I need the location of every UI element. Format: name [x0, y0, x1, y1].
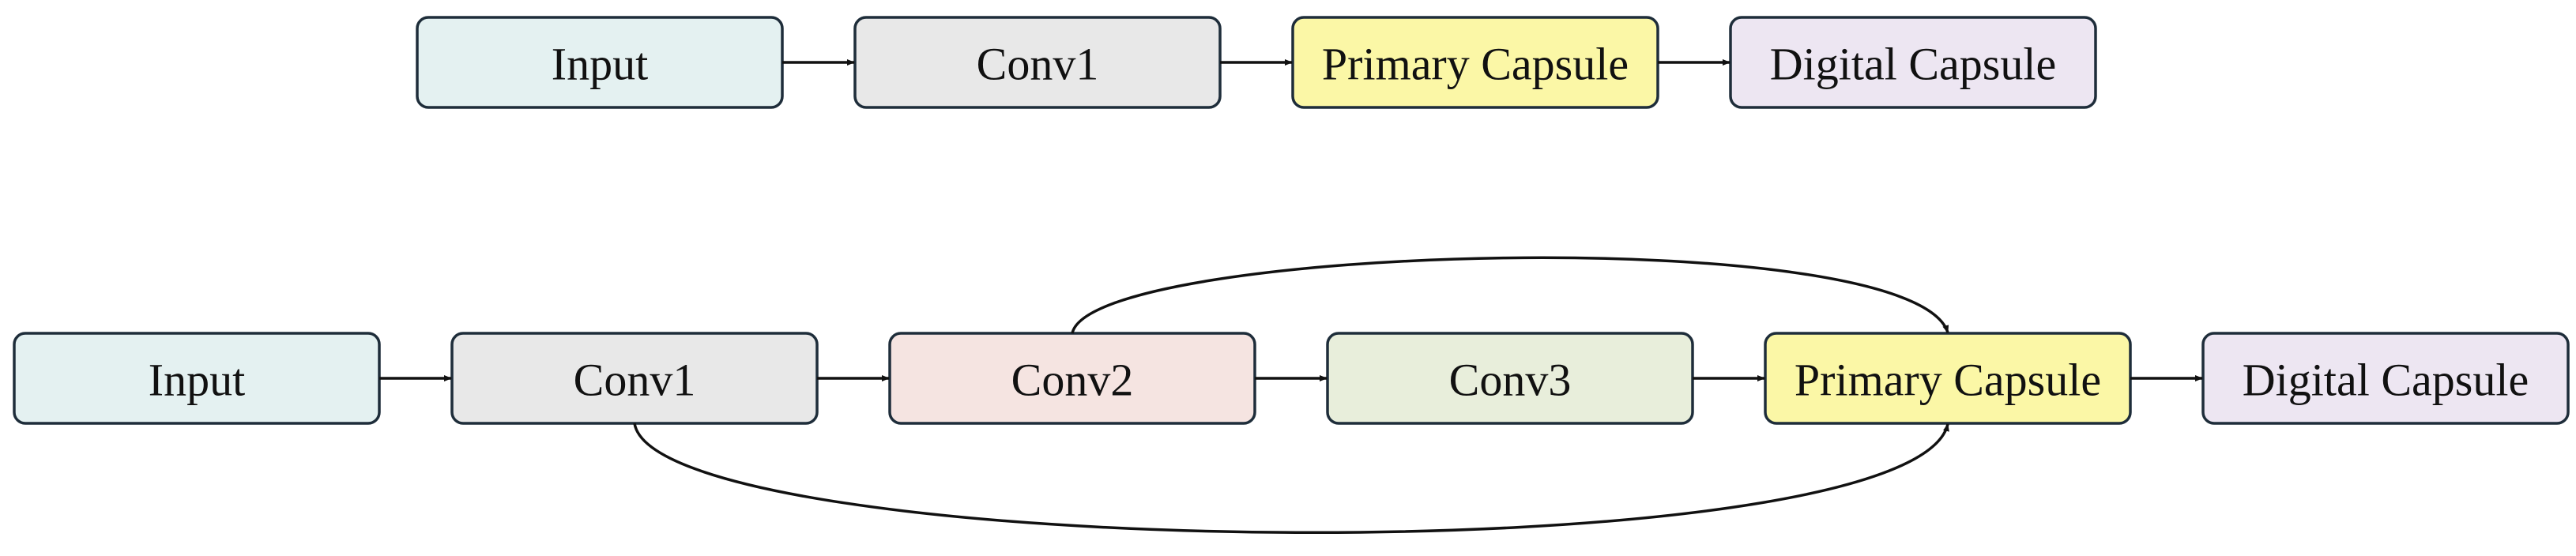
bottom-primary-capsule-label: Primary Capsule — [1795, 355, 2101, 406]
top-digital-capsule-box — [1729, 16, 2097, 109]
top-primary-capsule-label: Primary Capsule — [1322, 39, 1629, 90]
bottom-conv1-label: Conv1 — [574, 355, 696, 406]
bottom-digital-capsule-node[interactable]: Digital Capsule — [2201, 332, 2570, 425]
top-input-node[interactable]: Input — [416, 16, 784, 109]
top-conv1-node[interactable]: Conv1 — [853, 16, 1222, 109]
bottom-input-label: Input — [149, 355, 245, 406]
top-digital-capsule-label: Digital Capsule — [1770, 39, 2056, 90]
bottom-primary-capsule-node[interactable]: Primary Capsule — [1764, 332, 2132, 425]
bottom-conv1-node[interactable]: Conv1 — [450, 332, 819, 425]
bottom-conv3-node[interactable]: Conv3 — [1326, 332, 1694, 425]
bottom-conv2-label: Conv2 — [1011, 355, 1134, 406]
bottom-digital-capsule-label: Digital Capsule — [2243, 355, 2529, 406]
bottom-input-node[interactable]: Input — [13, 332, 381, 425]
skip-arrow-conv2-to-primary-capsule — [1071, 256, 1949, 334]
bottom-pipeline: Input Conv1 Conv2 Conv3 Primary Capsule … — [13, 256, 2570, 534]
bottom-digital-capsule-box — [2201, 332, 2570, 425]
skip-arrow-conv1-to-primary-capsule — [633, 423, 1949, 534]
top-digital-capsule-node[interactable]: Digital Capsule — [1729, 16, 2097, 109]
bottom-conv3-label: Conv3 — [1449, 355, 1572, 406]
top-conv1-label: Conv1 — [977, 39, 1099, 90]
top-pipeline: Input Conv1 Primary Capsule Digital Caps… — [416, 16, 2097, 109]
top-input-label: Input — [552, 39, 648, 90]
bottom-conv2-node[interactable]: Conv2 — [888, 332, 1256, 425]
top-primary-capsule-node[interactable]: Primary Capsule — [1291, 16, 1659, 109]
